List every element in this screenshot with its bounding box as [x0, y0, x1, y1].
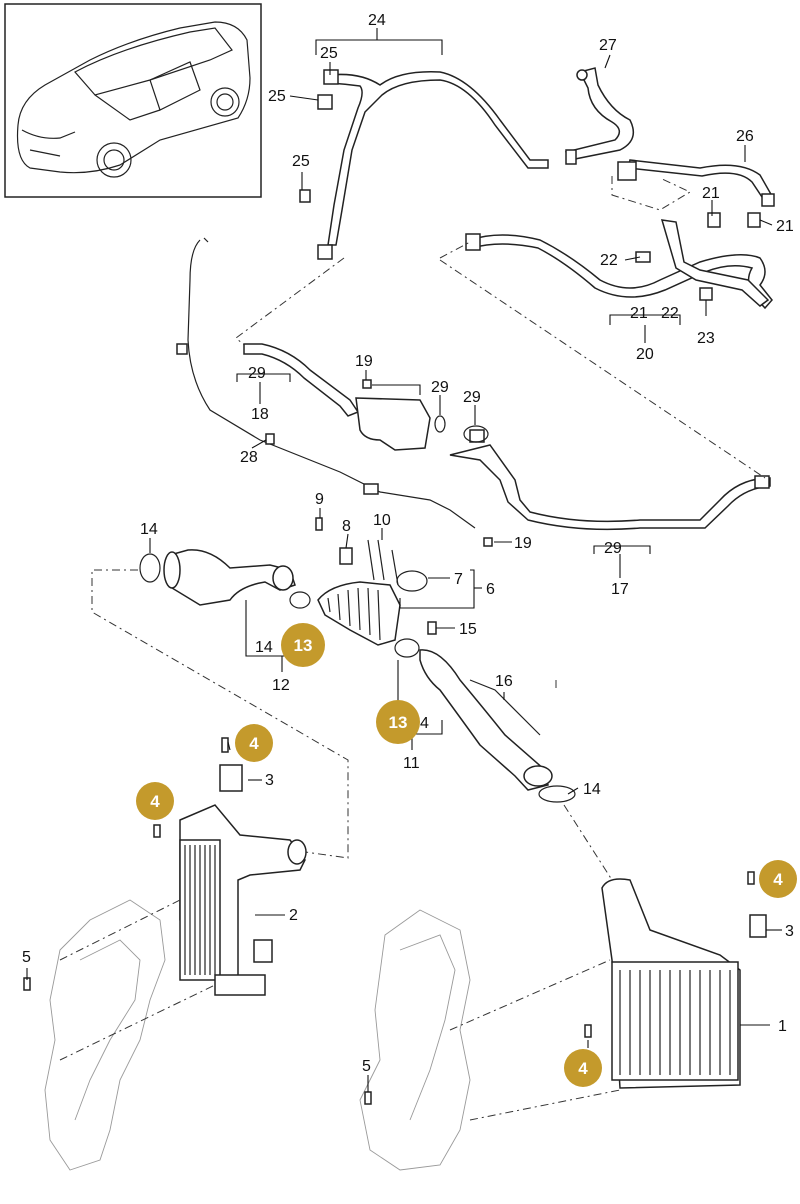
highlight-badges: 13 13 4 4 4 4 — [136, 623, 797, 1087]
callout-labels: 24 25 25 25 27 26 21 21 22 21 22 20 23 1… — [22, 12, 794, 1075]
callout-5: 5 — [22, 949, 31, 966]
callout-25: 25 — [320, 45, 338, 62]
charge-pipe-6 — [317, 539, 428, 646]
svg-text:13: 13 — [294, 636, 313, 655]
callout-17: 17 — [611, 581, 629, 598]
callout-14: 14 — [583, 781, 601, 798]
badge-13: 13 — [281, 623, 325, 667]
callout-25: 25 — [268, 88, 286, 105]
badge-4: 4 — [759, 860, 797, 898]
intercooler-left-2 — [179, 804, 307, 996]
callout-4: 4 — [420, 715, 429, 732]
leader-lines — [26, 28, 782, 1092]
callout-10: 10 — [373, 512, 391, 529]
callout-18: 18 — [251, 406, 269, 423]
callout-29: 29 — [248, 365, 266, 382]
callout-21: 21 — [776, 218, 794, 235]
callout-14: 14 — [140, 521, 158, 538]
clamp-rings — [139, 415, 576, 803]
charge-pipe-11 — [419, 649, 553, 791]
callout-29: 29 — [463, 389, 481, 406]
callout-11: 11 — [403, 755, 420, 772]
callout-28: 28 — [240, 449, 258, 466]
callout-7: 7 — [454, 571, 463, 588]
callout-12: 12 — [272, 677, 290, 694]
svg-text:4: 4 — [773, 870, 783, 889]
hose-assembly-18 — [243, 343, 431, 451]
callout-3: 3 — [785, 923, 794, 940]
cable-28 — [176, 237, 476, 529]
callout-21: 21 — [630, 305, 648, 322]
callout-21: 21 — [702, 185, 720, 202]
callout-6: 6 — [486, 581, 495, 598]
callout-19: 19 — [514, 535, 532, 552]
callout-23: 23 — [697, 330, 715, 347]
callout-27: 27 — [599, 37, 617, 54]
callout-2: 2 — [289, 907, 298, 924]
vehicle-thumbnail — [4, 3, 262, 198]
callout-22: 22 — [600, 252, 618, 269]
svg-text:13: 13 — [389, 713, 408, 732]
badge-4: 4 — [564, 1049, 602, 1087]
callout-3: 3 — [265, 772, 274, 789]
callout-24: 24 — [368, 12, 386, 29]
callout-20: 20 — [636, 346, 654, 363]
body-panel-ghost — [44, 899, 621, 1171]
bolts — [23, 69, 761, 1105]
badge-4: 4 — [136, 782, 174, 820]
hose-assembly-24 — [327, 67, 635, 246]
svg-text:4: 4 — [150, 792, 160, 811]
callout-29: 29 — [431, 379, 449, 396]
svg-text:4: 4 — [578, 1059, 588, 1078]
badge-4: 4 — [235, 724, 273, 762]
callout-19: 19 — [355, 353, 373, 370]
hose-assembly-20 — [465, 219, 773, 310]
callout-15: 15 — [459, 621, 477, 638]
hose-assembly-12 — [163, 549, 296, 606]
callout-5: 5 — [362, 1058, 371, 1075]
callout-22: 22 — [661, 305, 679, 322]
callout-29: 29 — [604, 540, 622, 557]
badge-13: 13 — [376, 700, 420, 744]
hose-assembly-17 — [449, 429, 771, 531]
callout-9: 9 — [315, 491, 324, 508]
callout-1: 1 — [778, 1018, 787, 1035]
intercooler-right-1 — [601, 878, 767, 1089]
callout-26: 26 — [736, 128, 754, 145]
hose-assembly-26 — [611, 159, 775, 211]
svg-text:4: 4 — [249, 734, 259, 753]
callout-14: 14 — [255, 639, 273, 656]
callout-25: 25 — [292, 153, 310, 170]
callout-8: 8 — [342, 518, 351, 535]
callout-16: 16 — [495, 673, 513, 690]
